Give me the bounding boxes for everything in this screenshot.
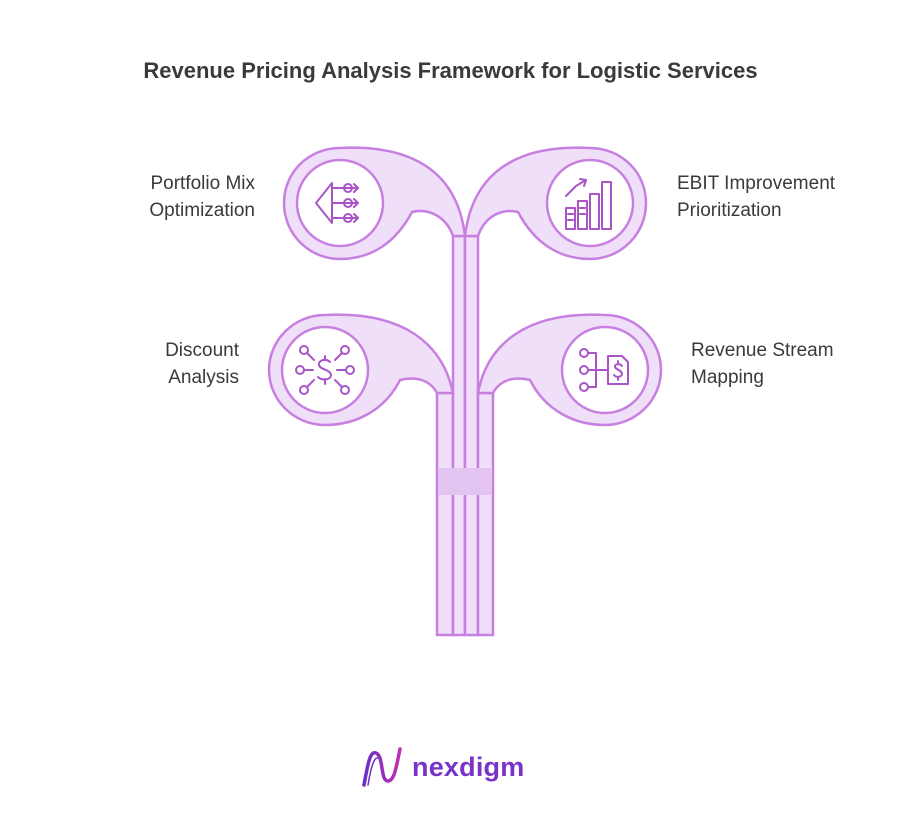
node-label-discount: Discount Analysis	[100, 337, 239, 391]
page-title: Revenue Pricing Analysis Framework for L…	[143, 58, 758, 83]
nexdigm-wave-logo-icon	[362, 747, 402, 787]
node-label-revenue: Revenue Stream Mapping	[691, 337, 891, 391]
funnel-branch-icon	[315, 182, 359, 224]
node-label-line: Portfolio Mix	[150, 173, 255, 194]
stem-inner-left	[451, 234, 467, 637]
stem-outer-left	[435, 391, 455, 637]
growth-bar-chart-icon	[565, 178, 612, 230]
stem-inner-right	[463, 234, 480, 637]
node-label-line: Discount	[165, 340, 239, 361]
node-label-line: Optimization	[149, 200, 255, 221]
brand-name: nexdigm	[412, 751, 525, 782]
stem-outer-right	[476, 391, 495, 637]
stems	[435, 234, 495, 637]
node-label-line: Revenue Stream	[691, 340, 834, 361]
node-label-line: Prioritization	[677, 200, 782, 221]
brand-logo: nexdigm	[360, 745, 524, 789]
node-label-line: Mapping	[691, 367, 764, 388]
leaf-ebit	[463, 146, 648, 261]
node-label-ebit: EBIT Improvement Prioritization	[677, 170, 887, 224]
stem-band	[438, 468, 492, 495]
dollar-network-icon	[295, 345, 355, 395]
node-label-line: EBIT Improvement	[677, 173, 836, 194]
node-label-portfolio: Portfolio Mix Optimization	[100, 170, 255, 224]
revenue-flow-icon	[579, 348, 629, 392]
node-label-line: Analysis	[168, 367, 239, 388]
leaf-discount	[267, 313, 455, 427]
leaf-portfolio	[282, 146, 467, 261]
leaf-revenue	[476, 313, 663, 427]
